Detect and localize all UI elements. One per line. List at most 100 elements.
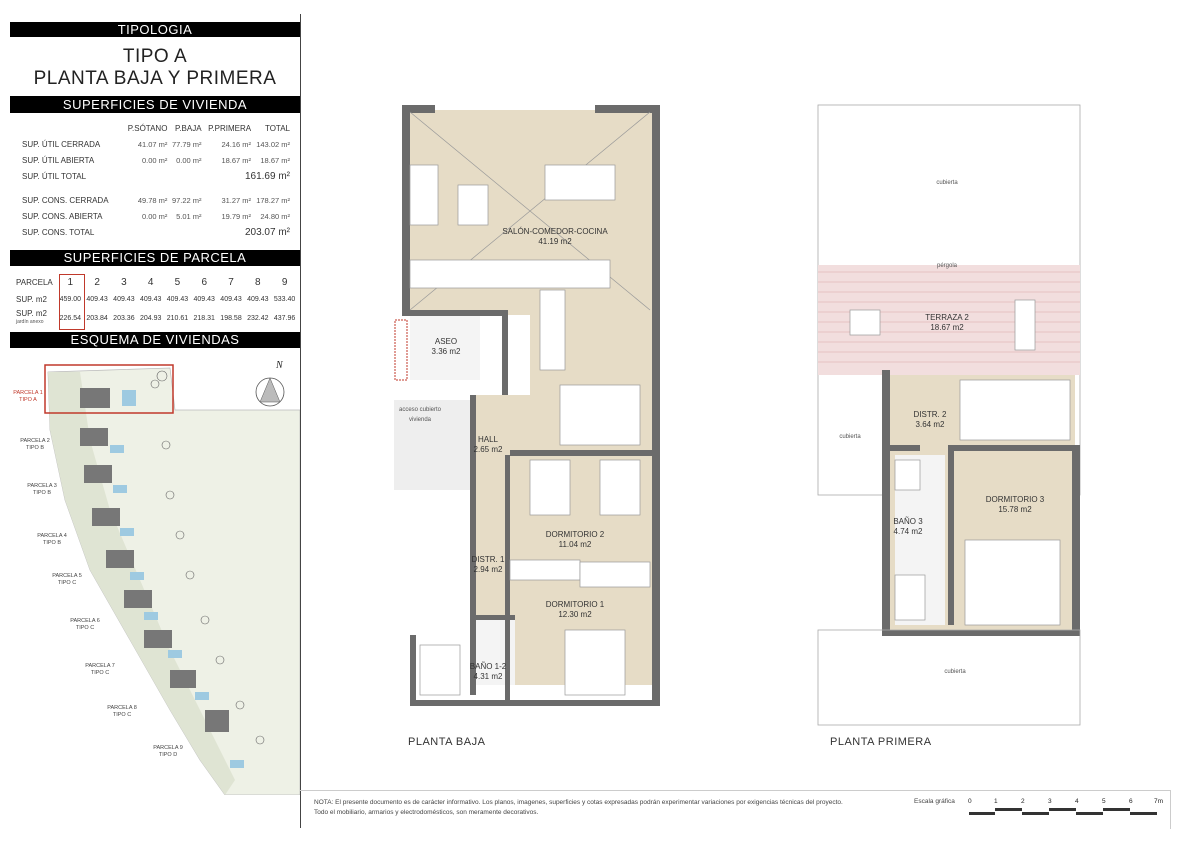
planta-baja-title: PLANTA BAJA: [408, 736, 486, 748]
table-row: SUP. ÚTIL CERRADA 41.07 m² 77.79 m² 24.1…: [22, 136, 290, 152]
cell: 31.27 m²: [221, 195, 252, 205]
cell: 459.00: [59, 295, 82, 303]
cell: 533.40: [273, 295, 296, 303]
parcela-tipo: TIPO C: [57, 580, 77, 586]
row-label: SUP. ÚTIL TOTAL: [22, 171, 87, 181]
area-pergola: pérgola: [936, 263, 958, 269]
superficies-parcela-table: PARCELA 1 2 3 4 5 6 7 8 9 SUP. m2 459.00…: [14, 274, 298, 328]
cell: 24.80 m²: [260, 211, 290, 221]
walls: [882, 370, 1080, 636]
area-cubierta-side: cubierta: [839, 434, 861, 440]
cell: 4: [147, 276, 154, 288]
cell: 226.54: [59, 314, 82, 322]
table-row: SUP. CONS. CERRADA 49.78 m² 97.22 m² 31.…: [22, 192, 290, 208]
row-sublabel: jardín anexo: [16, 319, 44, 325]
parcela-name: PARCELA 9: [153, 745, 183, 751]
scale-tick: 0: [968, 798, 972, 805]
cell: 218.31: [193, 314, 215, 322]
row-label: SUP. CONS. CERRADA: [22, 195, 109, 205]
parcela-tipo: TIPO C: [90, 670, 110, 676]
cell: 1: [67, 276, 74, 288]
table-row: SUP. CONS. TOTAL 203.07 m²: [22, 224, 290, 240]
table-row: SUP. m2 459.00 409.43 409.43 409.43 409.…: [14, 290, 298, 308]
col-header: TOTAL: [264, 123, 290, 133]
trees: [150, 370, 265, 745]
scale-tick: 1: [994, 798, 998, 805]
scale-bar: [969, 808, 1157, 815]
cell: 0.00 m²: [142, 155, 168, 165]
house-8: [170, 670, 196, 688]
north-label: N: [276, 360, 283, 371]
furniture: [849, 299, 1071, 626]
cell: 204.93: [139, 314, 162, 322]
cell-total: 161.69 m²: [244, 170, 290, 182]
cell: 19.79 m²: [221, 211, 252, 221]
row-label: SUP. m2: [16, 309, 47, 318]
scale-tick: 7m: [1154, 798, 1164, 805]
col-header: P.BAJA: [175, 123, 202, 133]
house-6: [124, 590, 152, 608]
cell: 18.67 m²: [260, 155, 290, 165]
cell: 97.22 m²: [171, 195, 202, 205]
row-label: SUP. ÚTIL ABIERTA: [22, 155, 95, 165]
scale-tick: 6: [1129, 798, 1133, 805]
cell: 49.78 m²: [137, 195, 168, 205]
superficies-vivienda-table: P.SÓTANO P.BAJA P.PRIMERA TOTAL SUP. ÚTI…: [22, 120, 290, 240]
cell: 18.67 m²: [221, 155, 252, 165]
parcela-tipo: TIPO B: [42, 540, 62, 546]
table-row: SUP. CONS. ABIERTA 0.00 m² 5.01 m² 19.79…: [22, 208, 290, 224]
parcela-name: PARCELA 7: [85, 663, 115, 669]
house-2: [80, 428, 108, 446]
scale-tick: 4: [1075, 798, 1079, 805]
footer-frame: [300, 790, 1171, 829]
cell: 2: [94, 276, 100, 288]
plantas-title: PLANTA BAJA Y PRIMERA: [33, 68, 277, 89]
parcela-name: PARCELA 5: [52, 573, 82, 579]
cell: 409.43: [86, 295, 108, 303]
parcela-name: PARCELA 8: [107, 705, 137, 711]
house-9: [205, 710, 229, 732]
cell: 24.16 m²: [221, 139, 252, 149]
walls: [402, 105, 660, 706]
cell: 198.58: [220, 314, 242, 322]
cubierta-lower: [817, 629, 1081, 726]
row-label: SUP. ÚTIL CERRADA: [22, 139, 101, 149]
cell: 77.79 m²: [171, 139, 202, 149]
superficies-vivienda-header: SUPERFICIES DE VIVIENDA: [10, 96, 300, 113]
parcela-tipo: TIPO D: [158, 752, 178, 758]
tipologia-header: TIPOLOGIA: [10, 22, 300, 37]
cell: 210.61: [166, 314, 189, 322]
parcela-tipo: TIPO B: [25, 445, 45, 451]
col-header: P.SÓTANO: [127, 123, 168, 133]
parcela-tipo: TIPO C: [75, 625, 95, 631]
cell: 409.43: [113, 295, 135, 303]
table-row: SUP. ÚTIL ABIERTA 0.00 m² 0.00 m² 18.67 …: [22, 152, 290, 168]
cell: 9: [281, 276, 288, 288]
row-label: SUP. CONS. ABIERTA: [22, 211, 103, 221]
cell: 7: [228, 276, 234, 288]
cell: 3: [121, 276, 127, 288]
planta-primera-plan: [817, 104, 1081, 726]
cell: 8: [255, 276, 261, 288]
cell: 409.43: [220, 295, 242, 303]
parcela-name: PARCELA 6: [70, 618, 100, 624]
cell: 203.36: [113, 314, 135, 322]
